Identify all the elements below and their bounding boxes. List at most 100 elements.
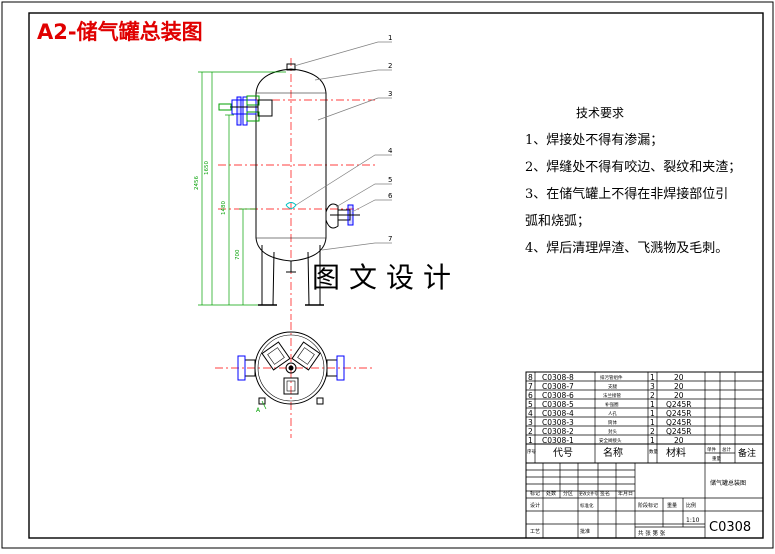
leader-6 (351, 199, 392, 213)
parts-row-qty: 1 (650, 373, 655, 382)
leader-3 (317, 97, 392, 121)
parts-row-code: C0308-5 (542, 400, 574, 409)
label-stage-mark: 阶段标记 (638, 502, 658, 509)
leader-2 (314, 69, 392, 81)
inner-frame (28, 12, 764, 539)
parts-row-material: 20 (674, 436, 684, 445)
parts-row-code: C0308-3 (542, 418, 574, 427)
leg-left (261, 245, 275, 306)
plan-block-left (261, 341, 291, 371)
parts-row-material: 20 (674, 373, 684, 382)
label-designer: 设计 (530, 502, 540, 509)
callout-4: 4 (388, 147, 393, 155)
parts-row-material: Q245R (666, 418, 691, 427)
leader-lines (293, 41, 392, 251)
dim-label-3: 1480 (221, 201, 227, 215)
label-process: 工艺 (530, 529, 540, 535)
title-block-text: 标记 处数 分区 更改文件号 签名 年月日 设计 标准化 工艺 批准 阶段标记 … (530, 479, 751, 537)
tech-requirement-item: 弧和烧弧； (525, 214, 591, 229)
manhole-pad (257, 99, 273, 117)
parts-row-qty: 1 (650, 409, 655, 418)
callout-7: 7 (388, 235, 392, 243)
plan-shell-inner (257, 334, 325, 402)
parts-row-name: 安全阀接头 (599, 437, 622, 444)
header-total-weight: 总计 (722, 446, 731, 453)
tech-requirement-item: 4、焊后清理焊渣、飞溅物及毛刺。 (525, 241, 729, 256)
parts-row-qty: 1 (650, 400, 655, 409)
parts-row-no: 4 (528, 409, 533, 418)
leader-4 (295, 154, 392, 206)
top-nozzle (286, 63, 296, 71)
parts-list-table (525, 371, 764, 463)
parts-row-no: 2 (528, 427, 533, 436)
parts-row-name: 法兰接管 (603, 392, 621, 399)
tech-requirement-item: 3、在储气罐上不得在非焊接部位引 (525, 187, 729, 202)
dim-label-4: 700 (235, 249, 241, 260)
label-marks: 标记 (530, 490, 540, 497)
parts-row-qty: 2 (650, 391, 655, 400)
dim-label-2: 2456 (194, 176, 200, 190)
drawing-title-banner: A2-储气罐总装图 (37, 20, 203, 44)
label-approve: 批准 (580, 528, 590, 535)
parts-row-name: 支腿 (608, 383, 617, 390)
manhole-flange-2 (242, 96, 248, 126)
label-date: 年月日 (618, 490, 633, 497)
parts-row-no: 3 (528, 418, 533, 427)
manhole-flange (236, 96, 242, 126)
callout-3: 3 (388, 90, 392, 98)
callout-6: 6 (388, 192, 393, 200)
plan-leg-2 (316, 397, 324, 405)
plan-view: A (215, 322, 375, 438)
leader-1 (293, 41, 392, 67)
header-unit-weight: 单件 (707, 446, 716, 453)
plan-nozzle-left-flange (237, 355, 246, 381)
label-standardization: 标准化 (580, 502, 594, 509)
plan-block-left-body (261, 341, 291, 371)
plan-block-bottom-inner (286, 380, 296, 392)
parts-row-material: 20 (674, 391, 684, 400)
tech-requirements-title: 技术要求 (575, 106, 624, 120)
parts-row-no: 6 (528, 391, 533, 400)
header-remark: 备注 (738, 447, 756, 459)
plan-dim-tick (261, 400, 267, 410)
header-material: 材料 (666, 446, 686, 459)
parts-row-no: 5 (528, 400, 533, 409)
label-change-doc: 更改文件号 (579, 491, 598, 496)
label-scale: 比例 (686, 502, 696, 509)
top-head (255, 68, 327, 94)
parts-row-code: C0308-1 (542, 436, 574, 445)
parts-row-qty: 2 (650, 427, 655, 436)
parts-row-qty: 1 (650, 436, 655, 445)
dim-label-1: 1650 (204, 161, 210, 175)
parts-row-no: 7 (528, 382, 533, 391)
header-code: 代号 (553, 447, 573, 459)
parts-row-code: C0308-2 (542, 427, 574, 436)
parts-row-material: Q245R (666, 427, 691, 436)
plan-block-left-inner (267, 347, 285, 365)
callout-5: 5 (388, 176, 392, 184)
plan-center (288, 365, 294, 371)
tech-requirement-item: 2、焊缝处不得有咬边、裂纹和夹渣； (525, 160, 742, 175)
manhole-handle (218, 103, 232, 111)
leader-7 (321, 242, 392, 251)
label-weight: 重量 (667, 502, 677, 509)
watermark-text: 图文设计 (312, 261, 461, 294)
scale-value: 1:10 (686, 517, 700, 524)
callout-2: 2 (388, 62, 392, 70)
elevation-view: 1650 2456 1480 700 1 2 3 4 5 6 7 (194, 34, 393, 320)
drawing-code: C0308 (709, 520, 751, 535)
header-qty: 数量 (649, 448, 658, 455)
callout-1: 1 (388, 34, 392, 42)
plan-block-bottom (283, 377, 299, 395)
parts-row-qty: 1 (650, 418, 655, 427)
technical-requirements: 技术要求 1、焊接处不得有渗漏； 2、焊缝处不得有咬边、裂纹和夹渣； 3、在储气… (525, 104, 745, 262)
plan-leg-1 (258, 397, 266, 405)
plan-block-right-inner (297, 347, 315, 365)
manhole-clip-bottom (246, 111, 260, 122)
label-zone: 分区 (563, 490, 573, 497)
parts-row-name: 排污管组件 (600, 374, 623, 381)
manhole-top-left (218, 95, 273, 126)
header-no: 序号 (527, 448, 536, 455)
